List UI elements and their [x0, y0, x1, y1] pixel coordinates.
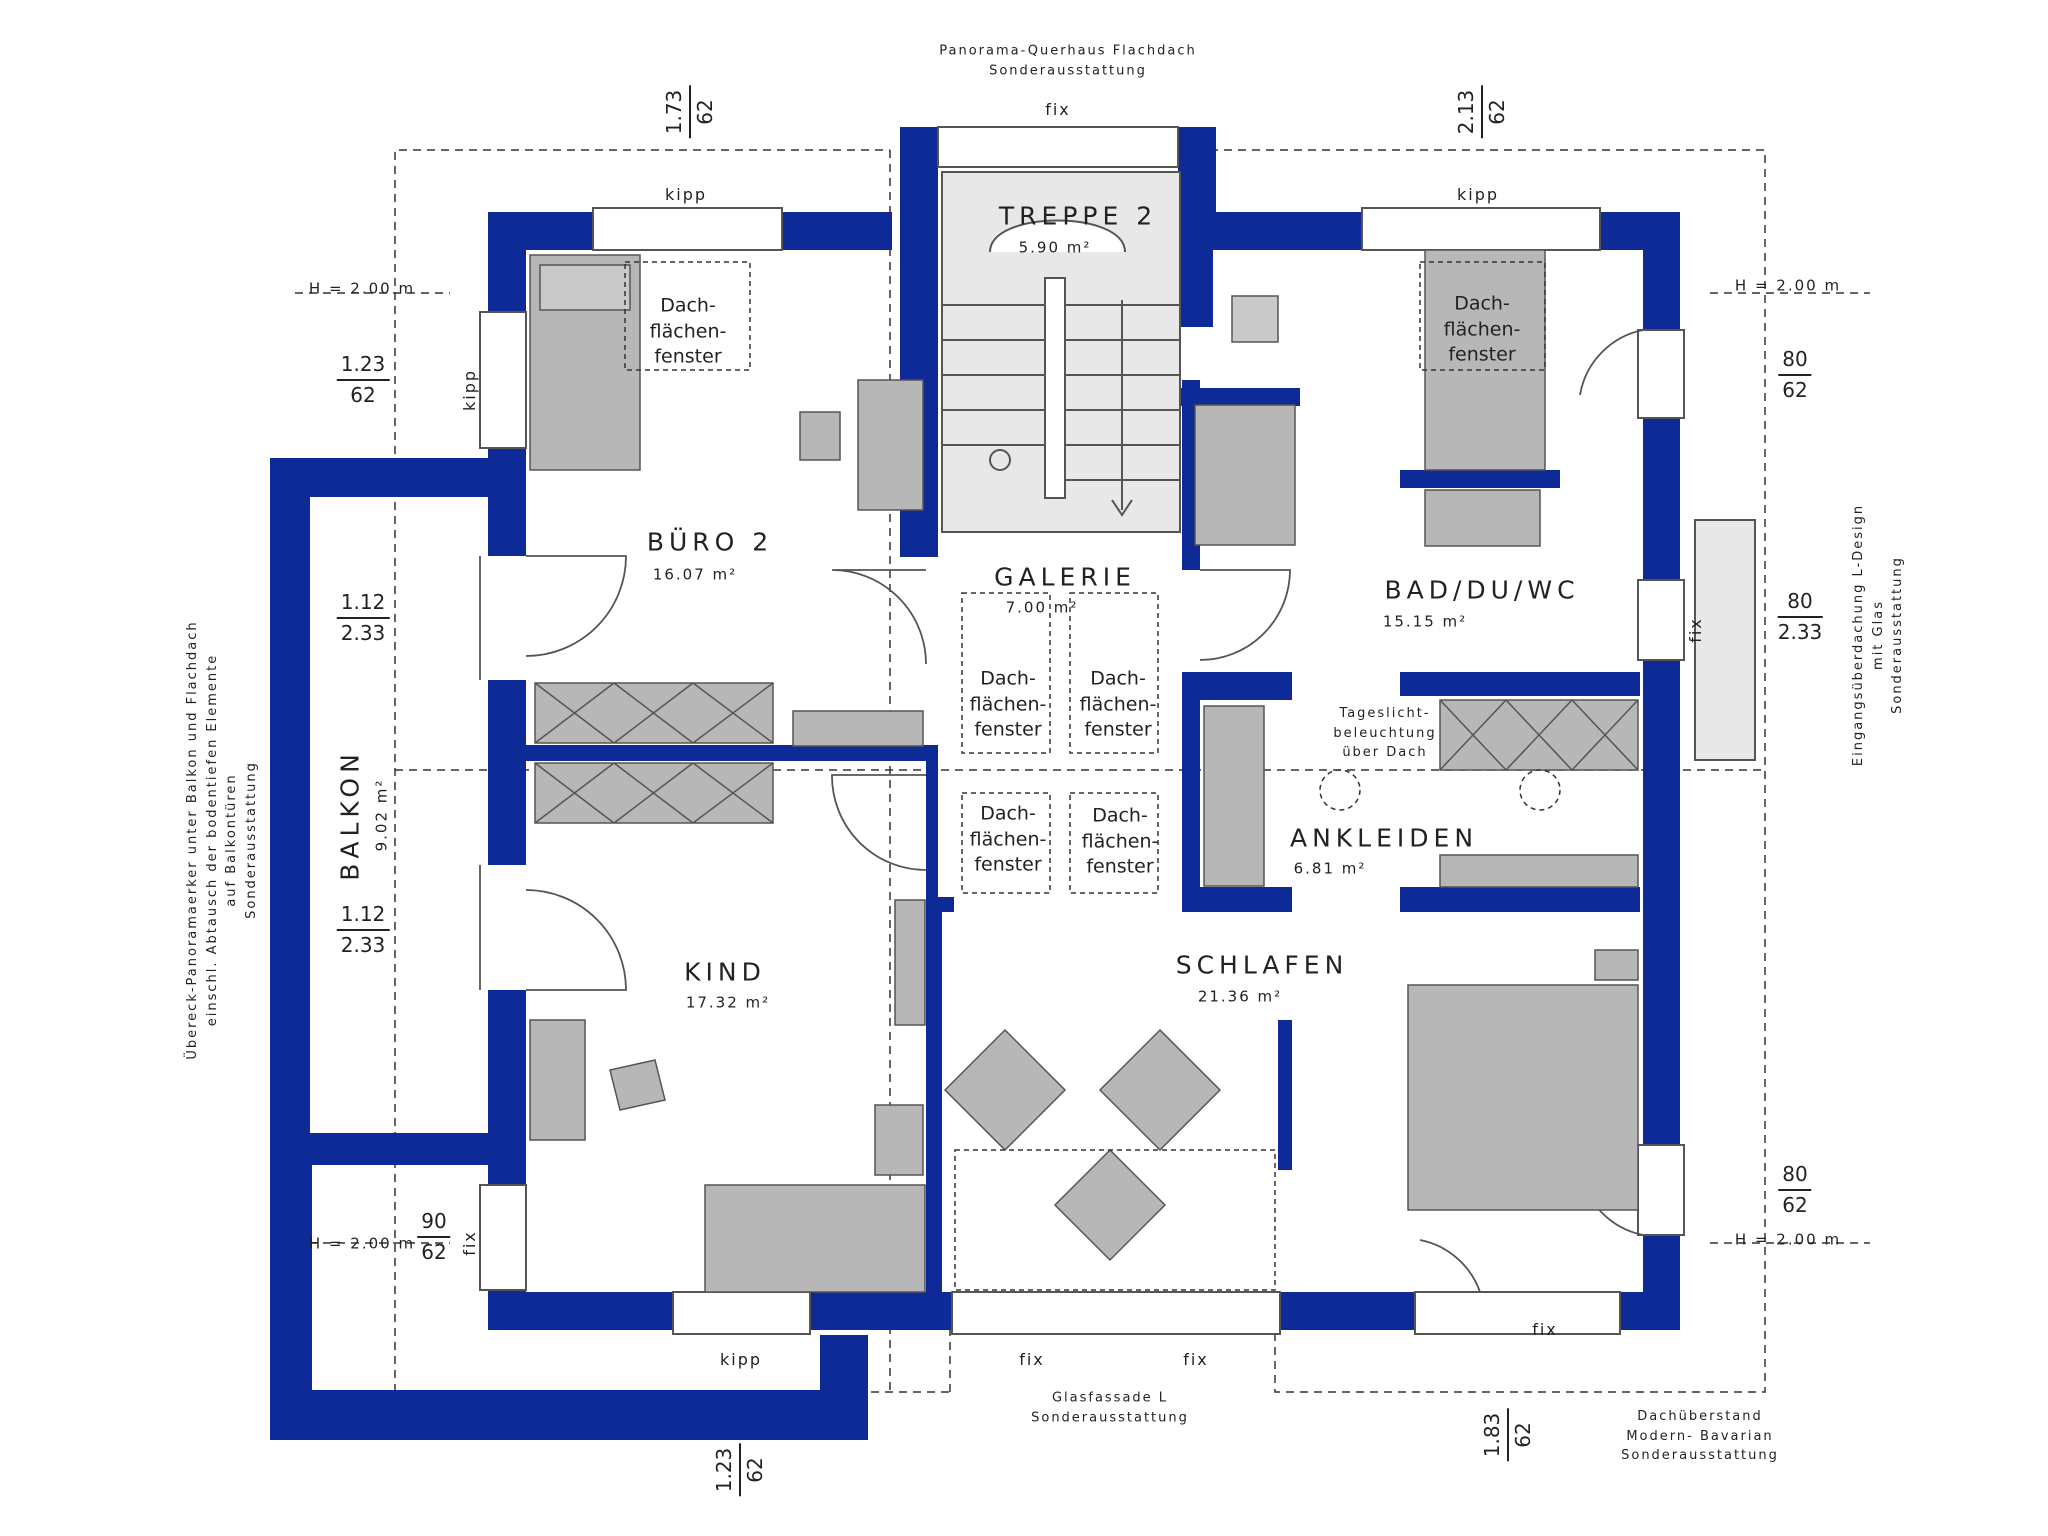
stair	[941, 171, 1181, 533]
windows	[479, 126, 1756, 1335]
interior-walls	[526, 247, 1680, 1312]
wardrobes	[534, 682, 1639, 888]
furniture	[529, 249, 1639, 1293]
skylights	[624, 261, 1561, 1291]
balcony	[270, 458, 868, 1440]
doors	[479, 329, 1644, 1293]
